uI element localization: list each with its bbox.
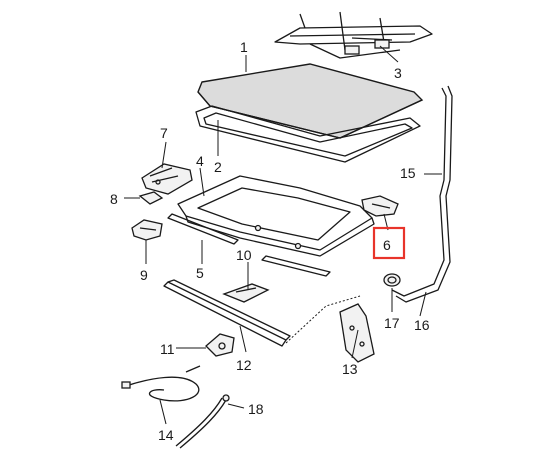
part-12-rail <box>163 279 361 347</box>
callout-3: 3 <box>394 65 402 81</box>
part-14-cable <box>121 365 201 402</box>
callout-6-highlight-box <box>372 226 406 260</box>
callout-12: 12 <box>236 357 252 373</box>
callout-7: 7 <box>160 125 168 141</box>
part-side-strip <box>261 255 331 277</box>
part-9-latch <box>131 219 163 241</box>
callout-2: 2 <box>214 159 222 175</box>
part-4-sunroof-frame <box>177 175 375 257</box>
callout-labels: 1 2 3 4 5 6 7 8 9 10 11 12 13 14 15 16 1… <box>110 39 430 443</box>
callout-14: 14 <box>158 427 174 443</box>
callout-18: 18 <box>248 401 264 417</box>
part-11-motor <box>205 333 235 357</box>
callout-6: 6 <box>383 237 391 253</box>
callout-13: 13 <box>342 361 358 377</box>
part-3-rail-frame <box>274 11 433 59</box>
leader-lines <box>124 45 442 425</box>
callout-5: 5 <box>196 265 204 281</box>
part-7-bracket <box>141 163 193 195</box>
part-18-cable-end <box>175 394 230 449</box>
part-8-clip <box>138 191 164 205</box>
callout-15: 15 <box>400 165 416 181</box>
callout-10: 10 <box>236 247 252 263</box>
callout-16: 16 <box>414 317 430 333</box>
callout-1: 1 <box>240 39 248 55</box>
part-2-seal <box>195 105 421 163</box>
callout-8: 8 <box>110 191 118 207</box>
callout-4: 4 <box>196 153 204 169</box>
part-5-strip <box>167 213 239 245</box>
part-6-bracket <box>361 195 399 217</box>
callout-9: 9 <box>140 267 148 283</box>
part-17-grommet <box>383 273 401 287</box>
callout-11: 11 <box>160 341 175 357</box>
callout-17: 17 <box>384 315 400 331</box>
part-10-bracket <box>222 283 270 303</box>
part-1-glass-panel <box>197 63 424 139</box>
part-15-16-drain-hose <box>391 85 453 303</box>
